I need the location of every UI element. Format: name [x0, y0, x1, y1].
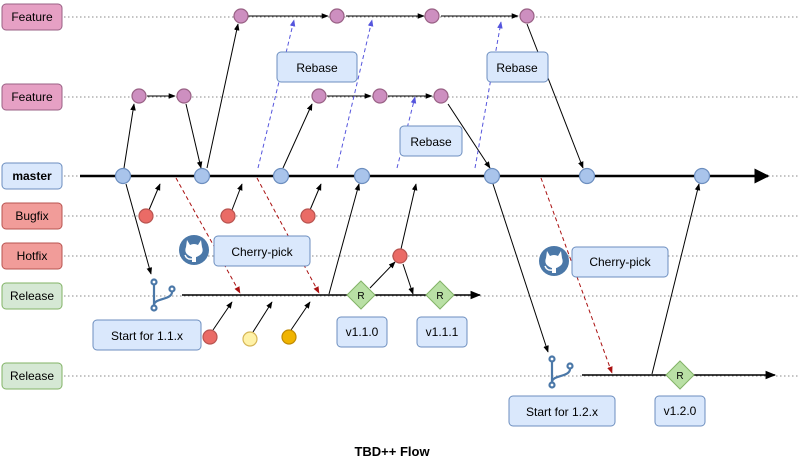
bugfix-commit [138, 208, 154, 224]
release-tags: R R R [346, 280, 695, 390]
feature-commit [176, 88, 192, 104]
lane-labels: Feature Feature master Bugfix Hotfix Rel… [1, 3, 63, 390]
bugfix-commit [220, 208, 236, 224]
svg-text:v1.1.0: v1.1.0 [346, 325, 379, 339]
feature-commit [131, 88, 147, 104]
master-commits [114, 167, 711, 185]
svg-text:Bugfix: Bugfix [15, 209, 48, 223]
feature-commit [424, 8, 440, 24]
note-v120: v1.2.0 [654, 395, 706, 427]
master-commit [193, 167, 211, 185]
lane-label-hotfix: Hotfix [1, 242, 63, 270]
svg-text:Feature: Feature [11, 90, 53, 104]
master-commit [353, 167, 371, 185]
svg-text:Rebase: Rebase [410, 135, 452, 149]
feature-commit [433, 88, 449, 104]
feature-commit [329, 8, 345, 24]
note-cherry-pick-1: Cherry-pick [213, 235, 311, 267]
svg-text:Rebase: Rebase [296, 61, 338, 75]
svg-text:Release: Release [10, 369, 54, 383]
master-commit [272, 167, 290, 185]
connector-arrows [123, 23, 701, 375]
lane-label-release-1: Release [1, 282, 63, 310]
hotfix-commit [392, 248, 408, 264]
note-boxes: Rebase Rebase Rebase Cherry-pick Cherry-… [92, 51, 706, 427]
svg-text:Hotfix: Hotfix [17, 249, 48, 263]
svg-text:Feature: Feature [11, 10, 53, 24]
master-commit [578, 167, 596, 185]
master-commit [693, 167, 711, 185]
lane-label-master: master [1, 162, 63, 190]
lane-label-feature-1: Feature [1, 3, 63, 31]
svg-text:Cherry-pick: Cherry-pick [231, 245, 293, 259]
release-fix-commit [242, 331, 258, 347]
note-cherry-pick-2: Cherry-pick [571, 246, 669, 278]
svg-text:v1.2.0: v1.2.0 [664, 404, 697, 418]
svg-text:Start for 1.1.x: Start for 1.1.x [111, 329, 183, 343]
feature-commit [372, 88, 388, 104]
bugfix-commit [300, 208, 316, 224]
release-fix-commit [202, 329, 218, 345]
svg-text:R: R [357, 291, 364, 302]
feature-commits [131, 8, 535, 104]
branch-icon [548, 355, 574, 389]
master-commit [114, 167, 132, 185]
note-v110: v1.1.0 [336, 316, 388, 348]
lane-label-release-2: Release [1, 362, 63, 390]
master-commit [483, 167, 501, 185]
svg-text:R: R [436, 291, 443, 302]
note-rebase-3: Rebase [399, 125, 463, 157]
branch-icon [150, 278, 176, 312]
release-tag-v110: R [346, 280, 376, 310]
release-tag-v120: R [665, 360, 695, 390]
note-rebase-1: Rebase [276, 51, 358, 83]
svg-text:master: master [12, 169, 52, 183]
feature-commit [311, 88, 327, 104]
github-icon [539, 246, 569, 276]
release-fix-commit [281, 329, 297, 345]
svg-text:v1.1.1: v1.1.1 [426, 325, 459, 339]
lane-label-feature-2: Feature [1, 83, 63, 111]
feature-commit [519, 8, 535, 24]
diagram-title: TBD++ Flow [354, 444, 430, 459]
note-rebase-2: Rebase [486, 51, 549, 83]
svg-text:R: R [676, 371, 683, 382]
cherry-pick-arrows [175, 177, 613, 374]
svg-text:Rebase: Rebase [496, 61, 538, 75]
lane-label-bugfix: Bugfix [1, 202, 63, 230]
github-icon [179, 235, 209, 265]
note-start-12: Start for 1.2.x [508, 395, 616, 427]
fix-commits [138, 208, 408, 347]
feature-commit [233, 8, 249, 24]
svg-text:Release: Release [10, 289, 54, 303]
svg-text:Start for 1.2.x: Start for 1.2.x [526, 405, 598, 419]
note-start-11: Start for 1.1.x [92, 319, 202, 351]
note-v111: v1.1.1 [416, 316, 468, 348]
svg-text:Cherry-pick: Cherry-pick [589, 255, 651, 269]
release-tag-v111: R [425, 280, 455, 310]
